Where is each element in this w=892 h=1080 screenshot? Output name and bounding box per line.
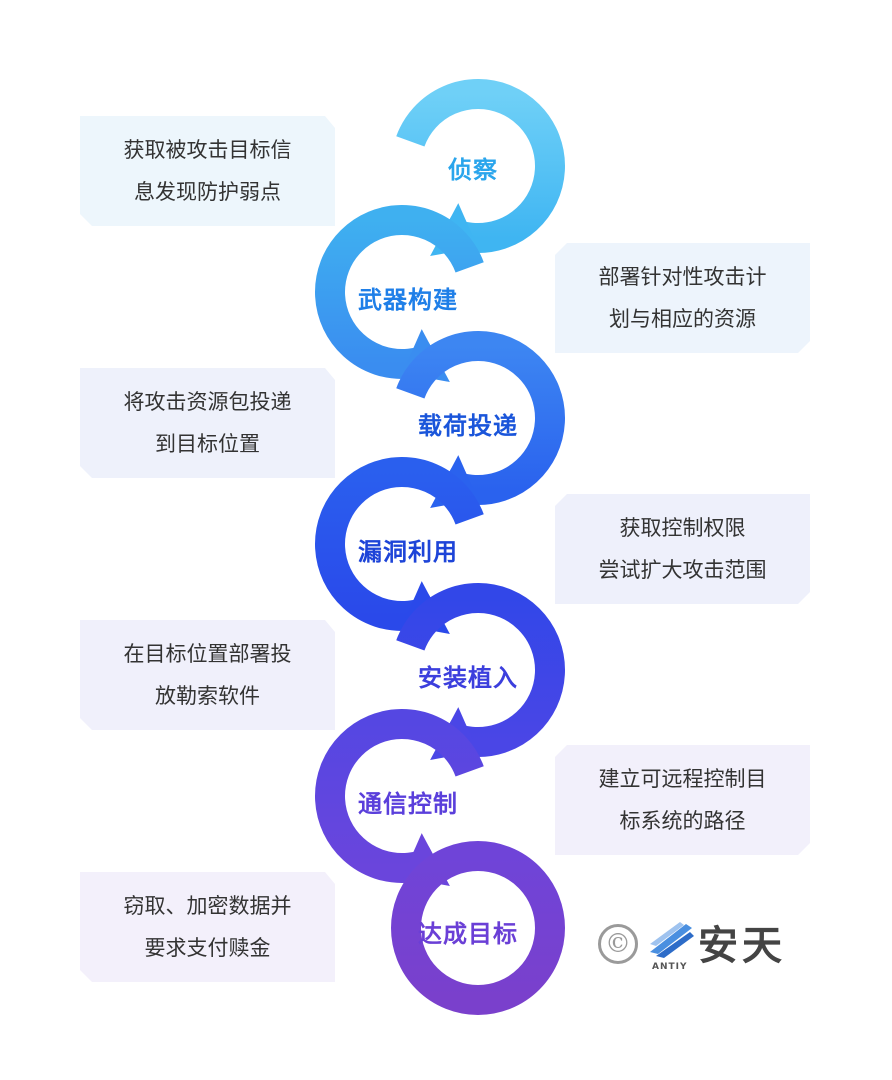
stage-note-2: 部署针对性攻击计划与相应的资源 xyxy=(555,243,810,353)
note-line: 建立可远程控制目 xyxy=(598,767,767,791)
stage-arc-3 xyxy=(396,331,565,505)
note-line: 在目标位置部署投 xyxy=(123,642,292,666)
stage-label-4: 漏洞利用 xyxy=(358,538,458,566)
stage-note-3: 将攻击资源包投递到目标位置 xyxy=(80,368,335,478)
stage-ring-7 xyxy=(391,841,565,1015)
note-line: 获取控制权限 xyxy=(619,516,746,540)
stage-label-1: 侦察 xyxy=(448,156,498,184)
note-line: 要求支付赎金 xyxy=(144,936,271,960)
stage-note-5: 在目标位置部署投放勒索软件 xyxy=(80,620,335,730)
copyright-icon: © xyxy=(598,924,638,964)
note-line: 划与相应的资源 xyxy=(609,307,756,331)
logo-name-text: 安天 xyxy=(698,923,786,969)
stage-label-2: 武器构建 xyxy=(358,286,458,314)
note-line: 窃取、加密数据并 xyxy=(123,894,292,918)
note-line: 标系统的路径 xyxy=(619,809,746,833)
stage-label-7: 达成目标 xyxy=(418,920,518,948)
note-line: 将攻击资源包投递 xyxy=(123,390,292,414)
note-line: 放勒索软件 xyxy=(155,684,260,708)
stage-note-6: 建立可远程控制目标系统的路径 xyxy=(555,745,810,855)
stage-label-6: 通信控制 xyxy=(358,790,458,818)
stage-note-4: 获取控制权限尝试扩大攻击范围 xyxy=(555,494,810,604)
antiy-logo-icon xyxy=(650,922,694,958)
note-line: 尝试扩大攻击范围 xyxy=(598,558,767,582)
stage-arc-5 xyxy=(396,583,565,757)
stage-arc-4 xyxy=(315,457,484,631)
stage-note-7: 窃取、加密数据并要求支付赎金 xyxy=(80,872,335,982)
note-line: 息发现防护弱点 xyxy=(134,180,281,204)
note-line: 到目标位置 xyxy=(155,432,260,456)
stage-arc-1 xyxy=(396,79,565,253)
stage-arc-6 xyxy=(315,709,484,883)
logo-sub-text: ANTIY xyxy=(652,962,688,972)
stage-note-1: 获取被攻击目标信息发现防护弱点 xyxy=(80,116,335,226)
antiy-logo: © ANTIY 安天 xyxy=(598,918,808,982)
note-line: 获取被攻击目标信 xyxy=(123,138,292,162)
note-line: 部署针对性攻击计 xyxy=(598,265,767,289)
stage-label-3: 载荷投递 xyxy=(418,412,518,440)
stage-label-5: 安装植入 xyxy=(418,664,518,692)
stage-arc-2 xyxy=(315,205,484,379)
